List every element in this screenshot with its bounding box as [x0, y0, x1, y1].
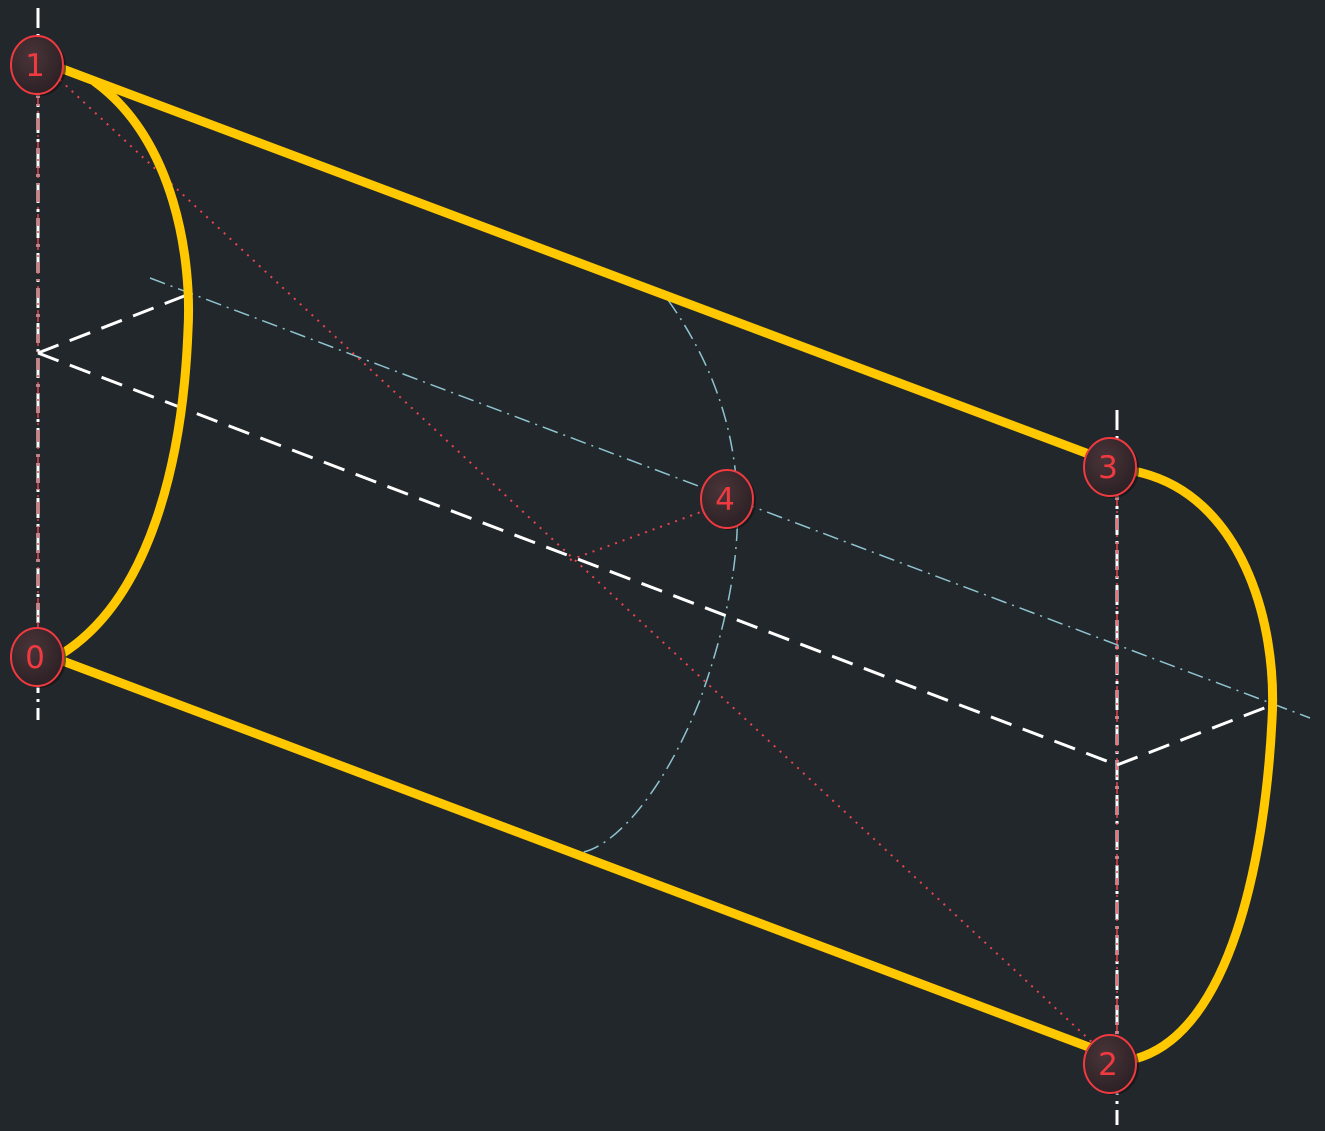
marker-label: 2 — [1098, 1047, 1118, 1083]
grip-point-marker-icon — [1083, 1034, 1137, 1094]
grip-point-marker-2[interactable]: 2 — [1083, 1034, 1139, 1095]
grip-point-marker-1[interactable]: 1 — [10, 35, 66, 96]
grip-point-marker-icon — [10, 35, 64, 95]
construction-dashed-lines — [37, 291, 1273, 767]
cylinder-outline — [55, 63, 1278, 1063]
grip-point-marker-4[interactable]: 4 — [700, 469, 756, 530]
center-axis-line — [149, 277, 1311, 719]
guide-dotted-lines — [59, 79, 1096, 1046]
grip-point-marker-icon — [10, 627, 64, 687]
marker-label: 0 — [25, 640, 45, 676]
marker-label: 4 — [715, 482, 735, 518]
marker-label: 1 — [25, 48, 45, 84]
grip-point-marker-0[interactable]: 0 — [10, 627, 66, 688]
grip-point-marker-icon — [1083, 437, 1137, 497]
marker-label: 3 — [1098, 450, 1118, 486]
middle-section-arc — [577, 299, 739, 854]
grip-point-marker-3[interactable]: 3 — [1083, 437, 1139, 498]
grip-point-marker-icon — [700, 469, 754, 529]
